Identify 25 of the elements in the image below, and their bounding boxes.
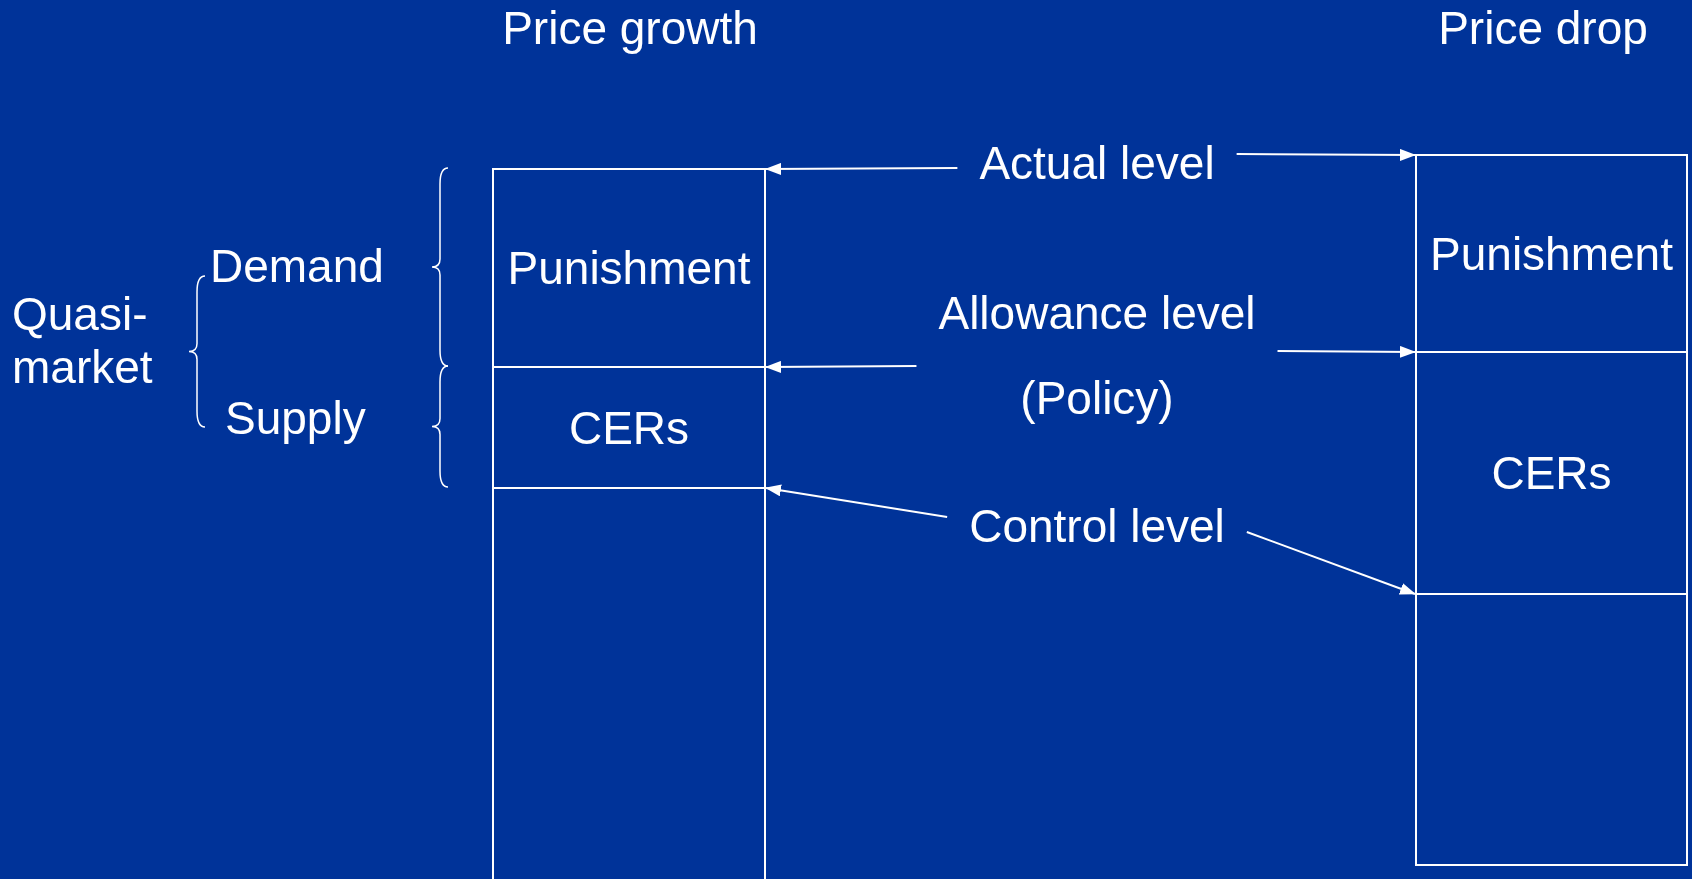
stacked-box [492, 366, 766, 489]
group-label: Supply [225, 392, 366, 445]
box-label: CERs [1491, 446, 1612, 500]
level-label: (Policy) [1019, 371, 1175, 425]
arrow [765, 162, 959, 175]
arrow [765, 360, 918, 373]
arrow [1245, 531, 1416, 595]
group-label: Demand [210, 240, 384, 293]
level-label: Allowance level [938, 287, 1256, 340]
group-label: Quasi- market [12, 288, 154, 394]
stacked-box [1415, 154, 1688, 353]
stacked-box [492, 168, 766, 368]
box-label: Punishment [1430, 226, 1673, 281]
column-heading: Price growth [502, 2, 758, 55]
stacked-box [1415, 593, 1688, 866]
arrow [765, 484, 949, 518]
stacked-box [1415, 351, 1688, 595]
stacked-box [492, 487, 766, 879]
level-label: Actual level [957, 137, 1237, 190]
arrow [1235, 148, 1416, 161]
box-label: Punishment [507, 241, 751, 295]
level-label: Control level [947, 500, 1247, 553]
arrow [1276, 345, 1416, 358]
box-label: CERs [568, 400, 690, 455]
column-heading: Price drop [1438, 2, 1648, 55]
